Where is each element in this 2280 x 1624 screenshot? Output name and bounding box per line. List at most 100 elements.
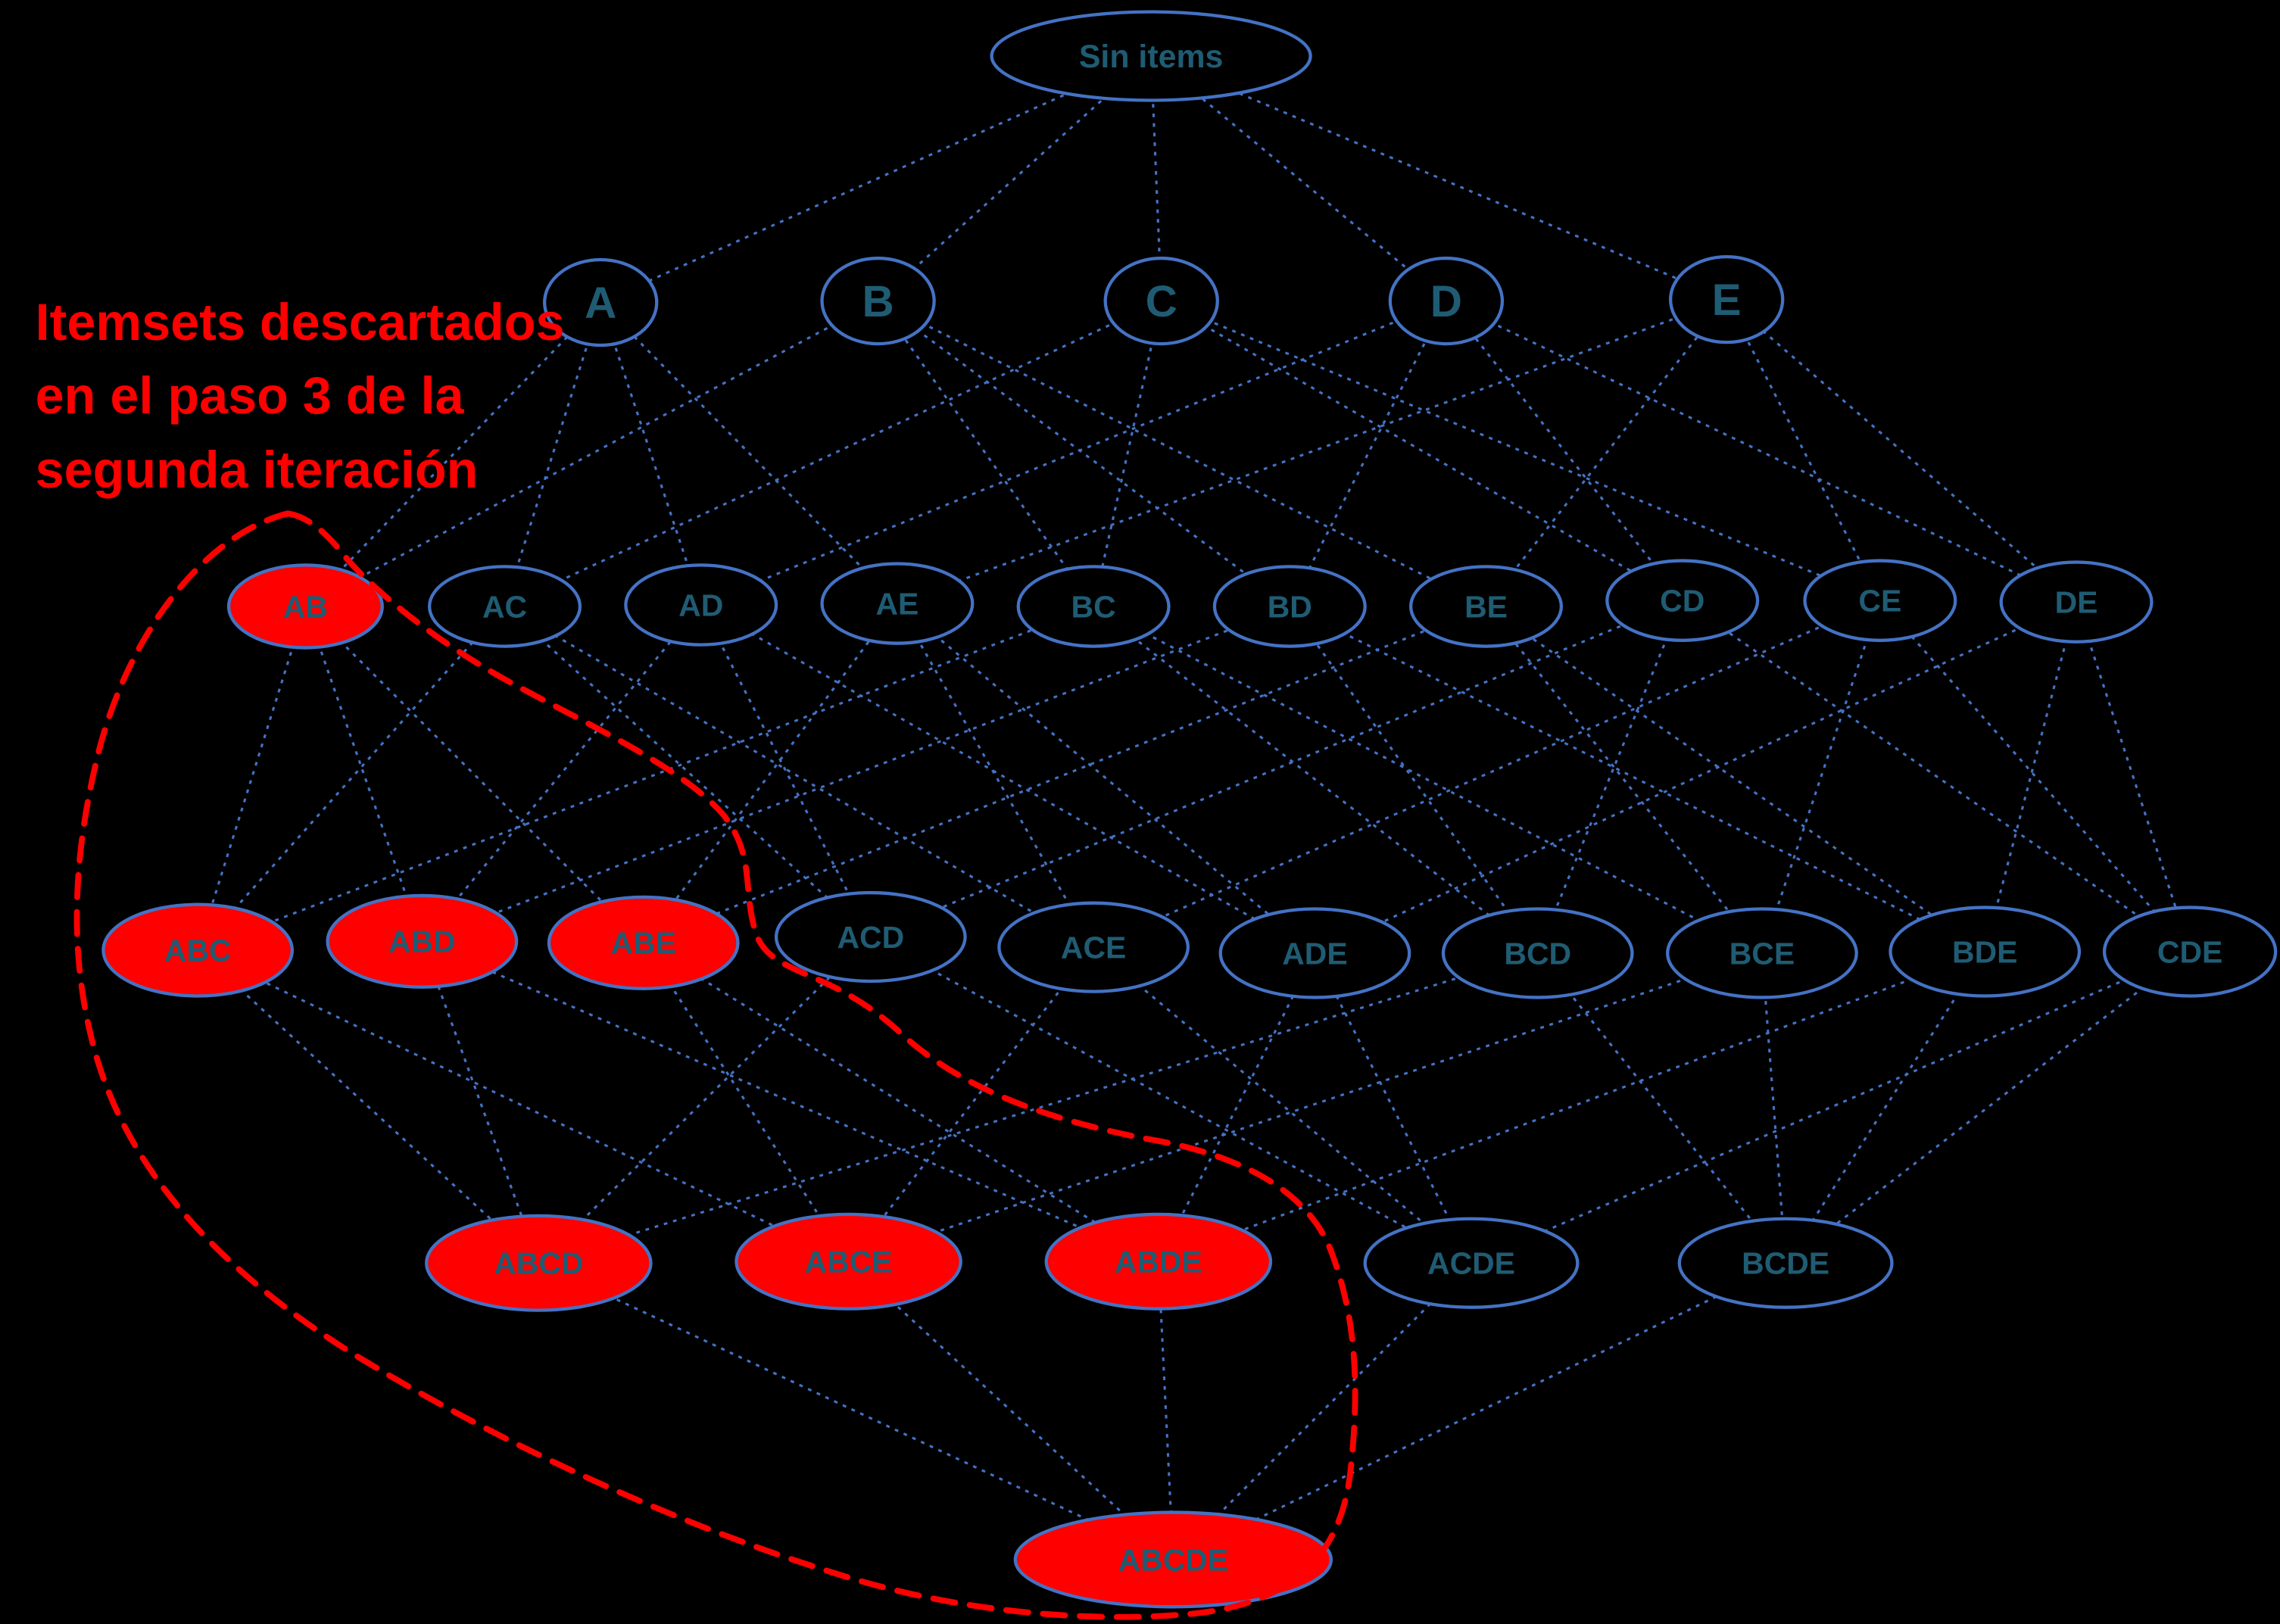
edge-AE-ABE: [642, 603, 899, 944]
edge-DE-CDE: [2075, 601, 2191, 952]
node-AE: AE: [820, 562, 975, 645]
node-label: Sin items: [1079, 39, 1224, 75]
edge-D-BD: [1288, 300, 1448, 607]
edge-ADE-ABDE: [1157, 952, 1316, 1262]
discarded-region-outline: [73, 510, 1358, 1620]
edge-ABC-ABCD: [197, 949, 540, 1264]
edge-AE-ACE: [896, 603, 1095, 948]
node-ellipse: [1889, 906, 2082, 998]
node-ellipse: [2102, 906, 2278, 998]
edge-E-DE: [1726, 298, 2078, 603]
node-ellipse: [542, 257, 659, 348]
node-ABCDE: ABCDE: [1013, 1510, 1333, 1609]
node-label: E: [1712, 276, 1742, 325]
node-ABCE: ABCE: [735, 1212, 962, 1311]
node-ellipse: [1605, 559, 1760, 642]
edge-C-CD: [1160, 300, 1683, 602]
edge-AC-ABC: [196, 605, 506, 952]
node-ABE: ABE: [547, 895, 740, 990]
node-ABD: ABD: [326, 893, 519, 989]
annotation-line-3: segunda iteración: [35, 441, 479, 500]
edge-E-AE: [897, 298, 1727, 605]
edge-BE-BCE: [1485, 606, 1764, 954]
edge-ADE-ACDE: [1314, 952, 1473, 1264]
node-ACDE: ACDE: [1363, 1217, 1580, 1309]
node-BC: BC: [1016, 565, 1171, 648]
node-label: ABCD: [494, 1246, 583, 1281]
node-label: ACDE: [1427, 1246, 1515, 1281]
node-label: BDE: [1952, 934, 2017, 969]
edge-B-BC: [877, 300, 1095, 607]
edge-D-AD: [700, 300, 1447, 606]
edge-BD-BCD: [1289, 606, 1539, 954]
node-ellipse: [1677, 1217, 1894, 1309]
node-ellipse: [997, 901, 1190, 993]
node-BCE: BCE: [1666, 907, 1858, 999]
node-C: C: [1103, 256, 1219, 346]
node-ellipse: [1999, 560, 2154, 644]
edge-B-BD: [877, 300, 1291, 608]
node-ABDE: ABDE: [1044, 1212, 1273, 1311]
node-CDE: CDE: [2102, 906, 2278, 998]
node-ellipse: [1408, 565, 1564, 648]
edge-DE-BDE: [1983, 601, 2078, 952]
node-label: BE: [1464, 589, 1508, 624]
node-DE: DE: [1999, 560, 2154, 644]
edge-AC-ACE: [504, 605, 1094, 949]
node-E: E: [1668, 254, 1785, 344]
edge-BCD-BCDE: [1536, 952, 1787, 1264]
edge-D-CD: [1445, 300, 1683, 602]
edge-CE-BCE: [1761, 600, 1882, 954]
subset-edges: [196, 55, 2191, 1561]
edge-ACDE-ABCDE: [1172, 1262, 1473, 1561]
edge-ABCD-ABCDE: [538, 1261, 1174, 1561]
edge-D-DE: [1446, 300, 2077, 603]
node-AD: AD: [624, 563, 778, 647]
node-label: CD: [1660, 584, 1705, 619]
node-BD: BD: [1212, 565, 1367, 648]
edge-root-E: [1150, 55, 1727, 301]
edge-CDE-BCDE: [1785, 950, 2191, 1264]
annotation-line-2: en el paso 3 de la: [35, 367, 464, 425]
node-ACE: ACE: [997, 901, 1190, 993]
node-ellipse: [1212, 565, 1367, 648]
node-ellipse: [1666, 907, 1858, 999]
node-ellipse: [1668, 254, 1785, 344]
node-label: ABE: [611, 926, 676, 961]
node-label: ACD: [837, 920, 905, 955]
node-ellipse: [820, 562, 975, 645]
edge-ACD-ACDE: [870, 936, 1472, 1264]
edge-E-CE: [1725, 298, 1882, 601]
edge-C-CE: [1161, 300, 1881, 602]
node-AB: AB: [226, 563, 384, 650]
edge-BC-BCD: [1093, 605, 1539, 955]
discarded-node-ellipse: [1013, 1510, 1333, 1609]
edge-BDE-ABDE: [1158, 950, 1985, 1263]
edge-AB-ABD: [304, 606, 423, 942]
node-label: DE: [2055, 584, 2098, 619]
node-label: CDE: [2157, 934, 2222, 969]
edge-BCE-ABCE: [848, 952, 1763, 1263]
discarded-node-ellipse: [101, 902, 295, 998]
node-ACD: ACD: [774, 890, 967, 983]
edge-A-AD: [599, 302, 703, 606]
node-label: B: [862, 277, 894, 326]
node-label: AB: [283, 589, 328, 624]
node-label: D: [1430, 277, 1462, 326]
node-label: BC: [1071, 589, 1116, 624]
node-ellipse: [1441, 907, 1634, 999]
node-B: B: [820, 256, 936, 346]
edge-E-BE: [1485, 298, 1728, 607]
edge-CD-BCD: [1536, 600, 1684, 954]
edge-CD-ACD: [870, 599, 1683, 938]
node-BCD: BCD: [1441, 907, 1634, 999]
node-label: A: [585, 279, 616, 328]
edge-ACD-ABCD: [538, 936, 872, 1264]
edge-AD-ACD: [700, 604, 872, 938]
edge-ACE-ABCE: [847, 946, 1095, 1263]
node-label: CE: [1858, 584, 1901, 619]
node-label: ABCDE: [1118, 1542, 1228, 1577]
